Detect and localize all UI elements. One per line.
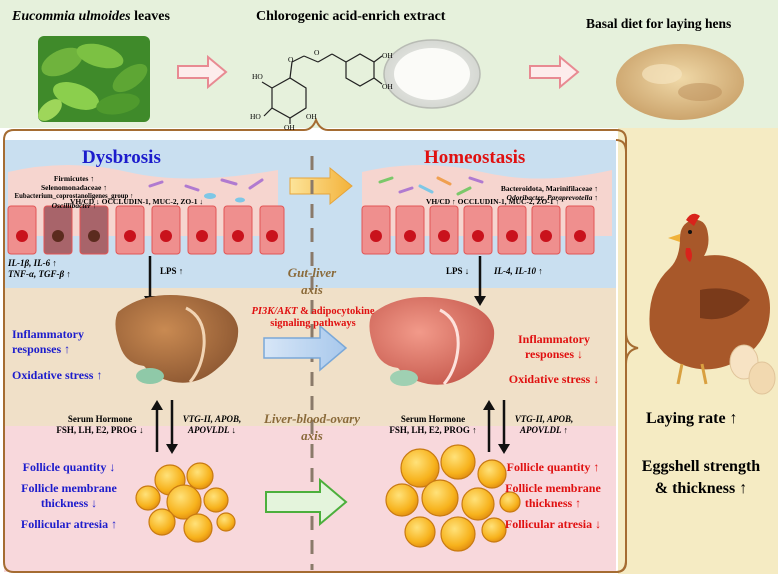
- molecule-atom-oh4: OH: [306, 112, 317, 121]
- pathway-label: PI3K/AKT & adipocytokine signaling pathw…: [251, 306, 375, 329]
- basal-diet-feed-image: [616, 44, 744, 120]
- right-serum-hormone: Serum Hormone FSH, LH, E2, PROG ↑: [389, 414, 477, 435]
- laying-hen-image: [649, 213, 770, 385]
- left-liver-image: [115, 295, 239, 384]
- right-cytokines: IL-4, IL-10 ↑: [494, 266, 543, 276]
- top-arrow-2: [529, 54, 580, 90]
- gut-transition-arrow: [289, 166, 353, 206]
- eggshell-outcome: Eggshell strength & thickness ↑: [641, 458, 761, 497]
- eggs-image: [729, 344, 776, 395]
- right-gut-mucosa: [361, 165, 612, 255]
- chlorogenic-acid-structure: [261, 53, 383, 124]
- right-gene-expression: VTG-II, APOB, APOVLDL ↑: [514, 414, 574, 435]
- left-gene-expression: VTG-II, APOB, APOVLDL ↓: [182, 414, 242, 435]
- liver-transition-arrow: [263, 324, 348, 372]
- follicle-transition-arrow: [265, 477, 348, 527]
- right-liver-effects: Inflammatory responses ↓ Oxidative stres…: [508, 332, 600, 386]
- gut-liver-axis-label: Gut-liver axis: [287, 265, 337, 297]
- right-microbe-list: Bacteroidota, Marinifilaceae ↑ Odoribact…: [500, 184, 598, 202]
- left-liver-effects: Inflammatory responses ↑ Oxidative stres…: [12, 327, 103, 382]
- left-lps: LPS ↑: [160, 266, 184, 276]
- left-serum-hormone: Serum Hormone FSH, LH, E2, PROG ↓: [56, 414, 144, 435]
- molecule-atom-o1: O: [288, 55, 294, 64]
- right-follicle-cluster: [385, 444, 521, 552]
- extract-label: Chlorogenic acid-enrich extract: [256, 9, 446, 24]
- extract-powder-dish: [383, 39, 481, 109]
- left-microbe-list: Firmicutes ↑ Selenomonadaceae ↑ Eubacter…: [14, 174, 134, 210]
- molecule-atom-oh2: OH: [382, 82, 393, 91]
- diet-label: Basal diet for laying hens: [586, 16, 732, 31]
- left-follicle-outcomes: Follicle quantity ↓ Follicle membrane th…: [20, 460, 118, 531]
- right-liver-ovary-arrows: [483, 400, 510, 454]
- right-brace: [615, 139, 639, 573]
- left-follicle-cluster: [135, 462, 236, 543]
- molecule-atom-ho2: HO: [250, 112, 261, 121]
- molecule-atom-oh3: OH: [284, 123, 295, 132]
- homeostasis-title: Homeostasis: [424, 147, 526, 168]
- left-gut-mucosa: [7, 165, 285, 255]
- left-liver-ovary-arrows: [151, 400, 178, 454]
- top-arrow-1: [177, 54, 228, 90]
- right-liver-image: [369, 297, 495, 386]
- molecule-atom-o2: O: [314, 48, 320, 57]
- left-cytokines: IL-1β, IL-6 ↑ TNF-α, TGF-β ↑: [8, 258, 71, 279]
- leaves-label: Eucommia ulmoides leaves: [12, 9, 170, 24]
- molecule-atom-ho1: HO: [252, 72, 263, 81]
- outer-frame: [3, 117, 627, 573]
- eucommia-leaves-image: [38, 36, 150, 122]
- dysbrosis-title: Dysbrosis: [82, 147, 161, 168]
- right-follicle-outcomes: Follicle quantity ↑ Follicle membrane th…: [504, 460, 602, 531]
- left-barrier-text: VH/CD ↓ OCCLUDIN-1, MUC-2, ZO-1 ↓: [70, 197, 204, 206]
- liver-blood-ovary-axis-label: Liver-blood-ovary axis: [263, 411, 361, 443]
- right-lps: LPS ↓: [446, 266, 470, 276]
- molecule-atom-oh1: OH: [382, 51, 393, 60]
- right-barrier-text: VH/CD ↑ OCCLUDIN-1, MUC-2, ZO-1 ↑: [426, 197, 560, 206]
- laying-rate-outcome: Laying rate ↑: [646, 410, 738, 427]
